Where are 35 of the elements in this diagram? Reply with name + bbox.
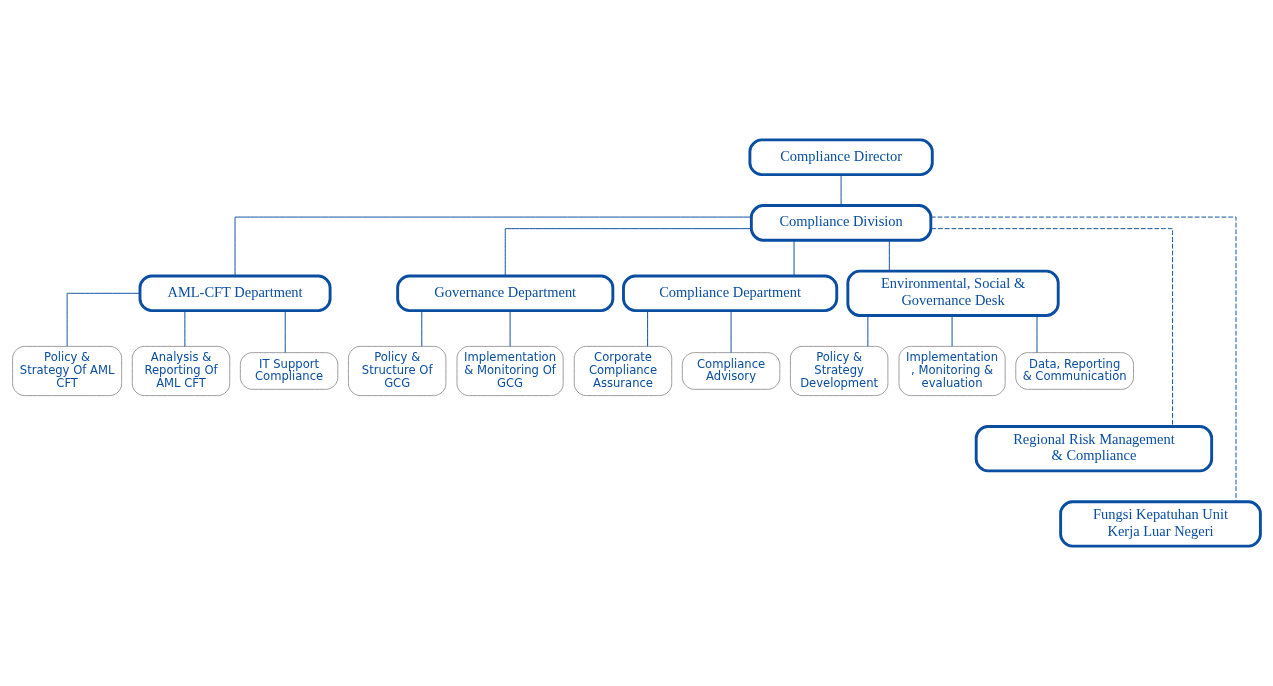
node-box: Implementation & Monitoring Of GCG — [456, 345, 564, 397]
connector — [504, 228, 752, 277]
node-box: AML-CFT Department — [138, 274, 332, 313]
connector — [888, 239, 890, 272]
connector — [867, 315, 869, 347]
connector — [1036, 315, 1038, 353]
node-box: Fungsi Kepatuhan Unit Kerja Luar Negeri — [1059, 500, 1262, 548]
connector — [421, 310, 423, 347]
node-box: Compliance Department — [622, 274, 839, 313]
node-box: Regional Risk Management & Compliance — [974, 425, 1214, 473]
node-box: Analysis & Reporting Of AML CFT — [131, 345, 231, 397]
connector — [66, 292, 141, 347]
connector — [930, 216, 1237, 503]
node-box: Data, Reporting & Communication — [1015, 352, 1134, 390]
connector — [951, 315, 953, 347]
node-box: Compliance Division — [749, 204, 933, 242]
node-box: Compliance Advisory — [681, 352, 781, 390]
node-box: Policy & Strategy Development — [789, 345, 889, 397]
node-box: IT Support Compliance — [239, 352, 339, 390]
node-box: Governance Department — [396, 274, 615, 313]
connector — [730, 310, 732, 354]
connector — [234, 216, 752, 277]
connector — [284, 310, 286, 354]
connector — [647, 310, 649, 347]
node-box: Corporate Compliance Assurance — [573, 345, 673, 397]
connector — [840, 174, 842, 206]
node-box: Policy & Strategy Of AML CFT — [12, 345, 123, 397]
node-box: Policy & Structure Of GCG — [347, 345, 447, 397]
connector — [930, 228, 1174, 427]
node-box: Compliance Director — [748, 138, 934, 177]
connector — [509, 310, 511, 347]
node-box: Implementation , Monitoring & evaluation — [898, 345, 1006, 397]
connector — [793, 239, 795, 277]
connector — [184, 310, 186, 347]
node-box: Environmental, Social & Governance Desk — [846, 269, 1060, 317]
